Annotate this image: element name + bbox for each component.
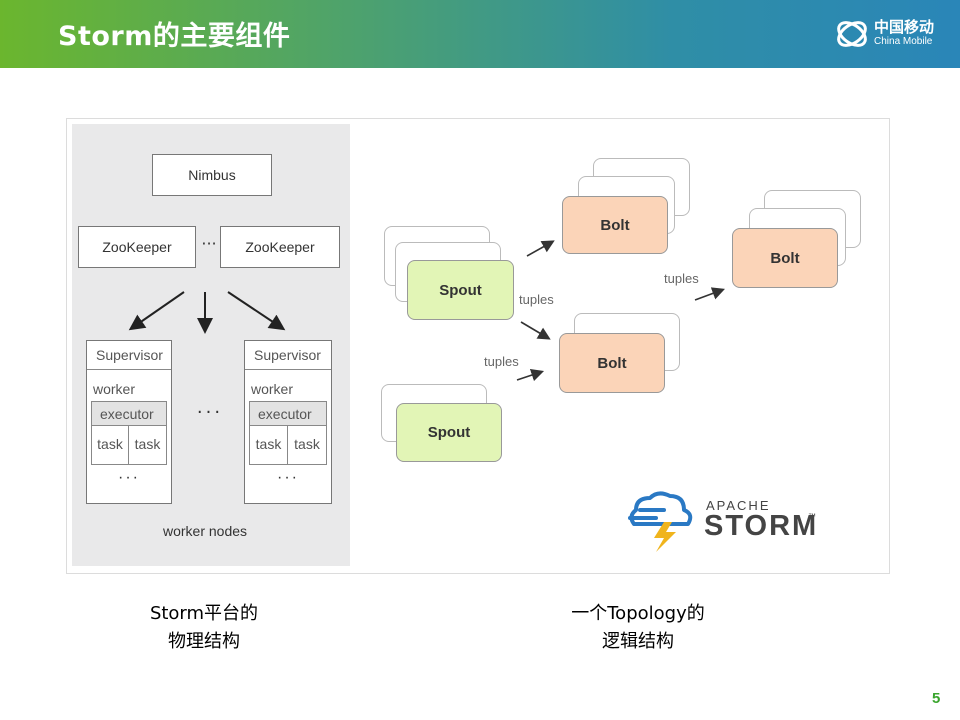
supervisors-ellipsis: ··· bbox=[196, 402, 224, 423]
caption-logical: 一个Topology的 逻辑结构 bbox=[538, 600, 738, 656]
spout-top: Spout bbox=[407, 260, 514, 320]
china-mobile-logo-icon bbox=[837, 21, 867, 47]
more-workers-ellipsis: ··· bbox=[277, 469, 299, 486]
storm-text: STORM bbox=[704, 510, 819, 542]
task-cell: task bbox=[294, 436, 320, 452]
caption-logical-line2: 逻辑结构 bbox=[602, 631, 674, 652]
executor-label: executor bbox=[92, 402, 166, 426]
caption-physical-line1: Storm平台的 bbox=[149, 603, 259, 624]
task-cell: task bbox=[92, 426, 129, 464]
slide-title: Storm的主要组件 bbox=[58, 21, 291, 52]
logo-english-text: China Mobile bbox=[874, 36, 933, 47]
executor-box: executor task task bbox=[91, 401, 167, 465]
logo-chinese-text: 中国移动 bbox=[874, 18, 935, 36]
zookeeper-left-box: ZooKeeper bbox=[78, 226, 196, 268]
zookeeper-right-box: ZooKeeper bbox=[220, 226, 340, 268]
task-cell: task bbox=[250, 426, 288, 464]
supervisor-node-right: Supervisor worker executor task task ··· bbox=[244, 340, 332, 504]
apache-storm-logo: APACHE STORM ™ bbox=[626, 488, 826, 558]
task-cell: task bbox=[134, 436, 161, 452]
worker-label: worker bbox=[93, 381, 136, 397]
bolt-right: Bolt bbox=[732, 228, 838, 288]
supervisor-node-left: Supervisor worker executor task task ··· bbox=[86, 340, 172, 504]
more-workers-ellipsis: ··· bbox=[118, 469, 140, 486]
china-mobile-logo: 中国移动 China Mobile bbox=[834, 14, 944, 54]
worker-label: worker bbox=[251, 381, 294, 397]
supervisor-title: Supervisor bbox=[87, 341, 171, 370]
executor-box: executor task task bbox=[249, 401, 327, 465]
storm-cloud-icon bbox=[628, 491, 693, 552]
page-number: 5 bbox=[932, 690, 941, 707]
caption-physical-line2: 物理结构 bbox=[168, 631, 240, 652]
supervisor-title: Supervisor bbox=[245, 341, 331, 370]
spout-bottom: Spout bbox=[396, 403, 502, 462]
caption-logical-line1: 一个Topology的 bbox=[571, 603, 705, 624]
tuples-label: tuples bbox=[664, 271, 699, 286]
bolt-middle: Bolt bbox=[559, 333, 665, 393]
executor-label: executor bbox=[250, 402, 326, 426]
trademark-text: ™ bbox=[808, 512, 816, 521]
zookeeper-ellipsis: ··· bbox=[201, 234, 217, 253]
apache-text: APACHE bbox=[706, 498, 771, 513]
nimbus-box: Nimbus bbox=[152, 154, 272, 196]
bolt-top: Bolt bbox=[562, 196, 668, 254]
caption-physical: Storm平台的 物理结构 bbox=[104, 600, 304, 656]
tuples-label: tuples bbox=[484, 354, 519, 369]
slide-header: Storm的主要组件 中国移动 China Mobile bbox=[0, 0, 960, 68]
worker-nodes-label: worker nodes bbox=[162, 523, 248, 539]
tuples-label: tuples bbox=[519, 292, 554, 307]
